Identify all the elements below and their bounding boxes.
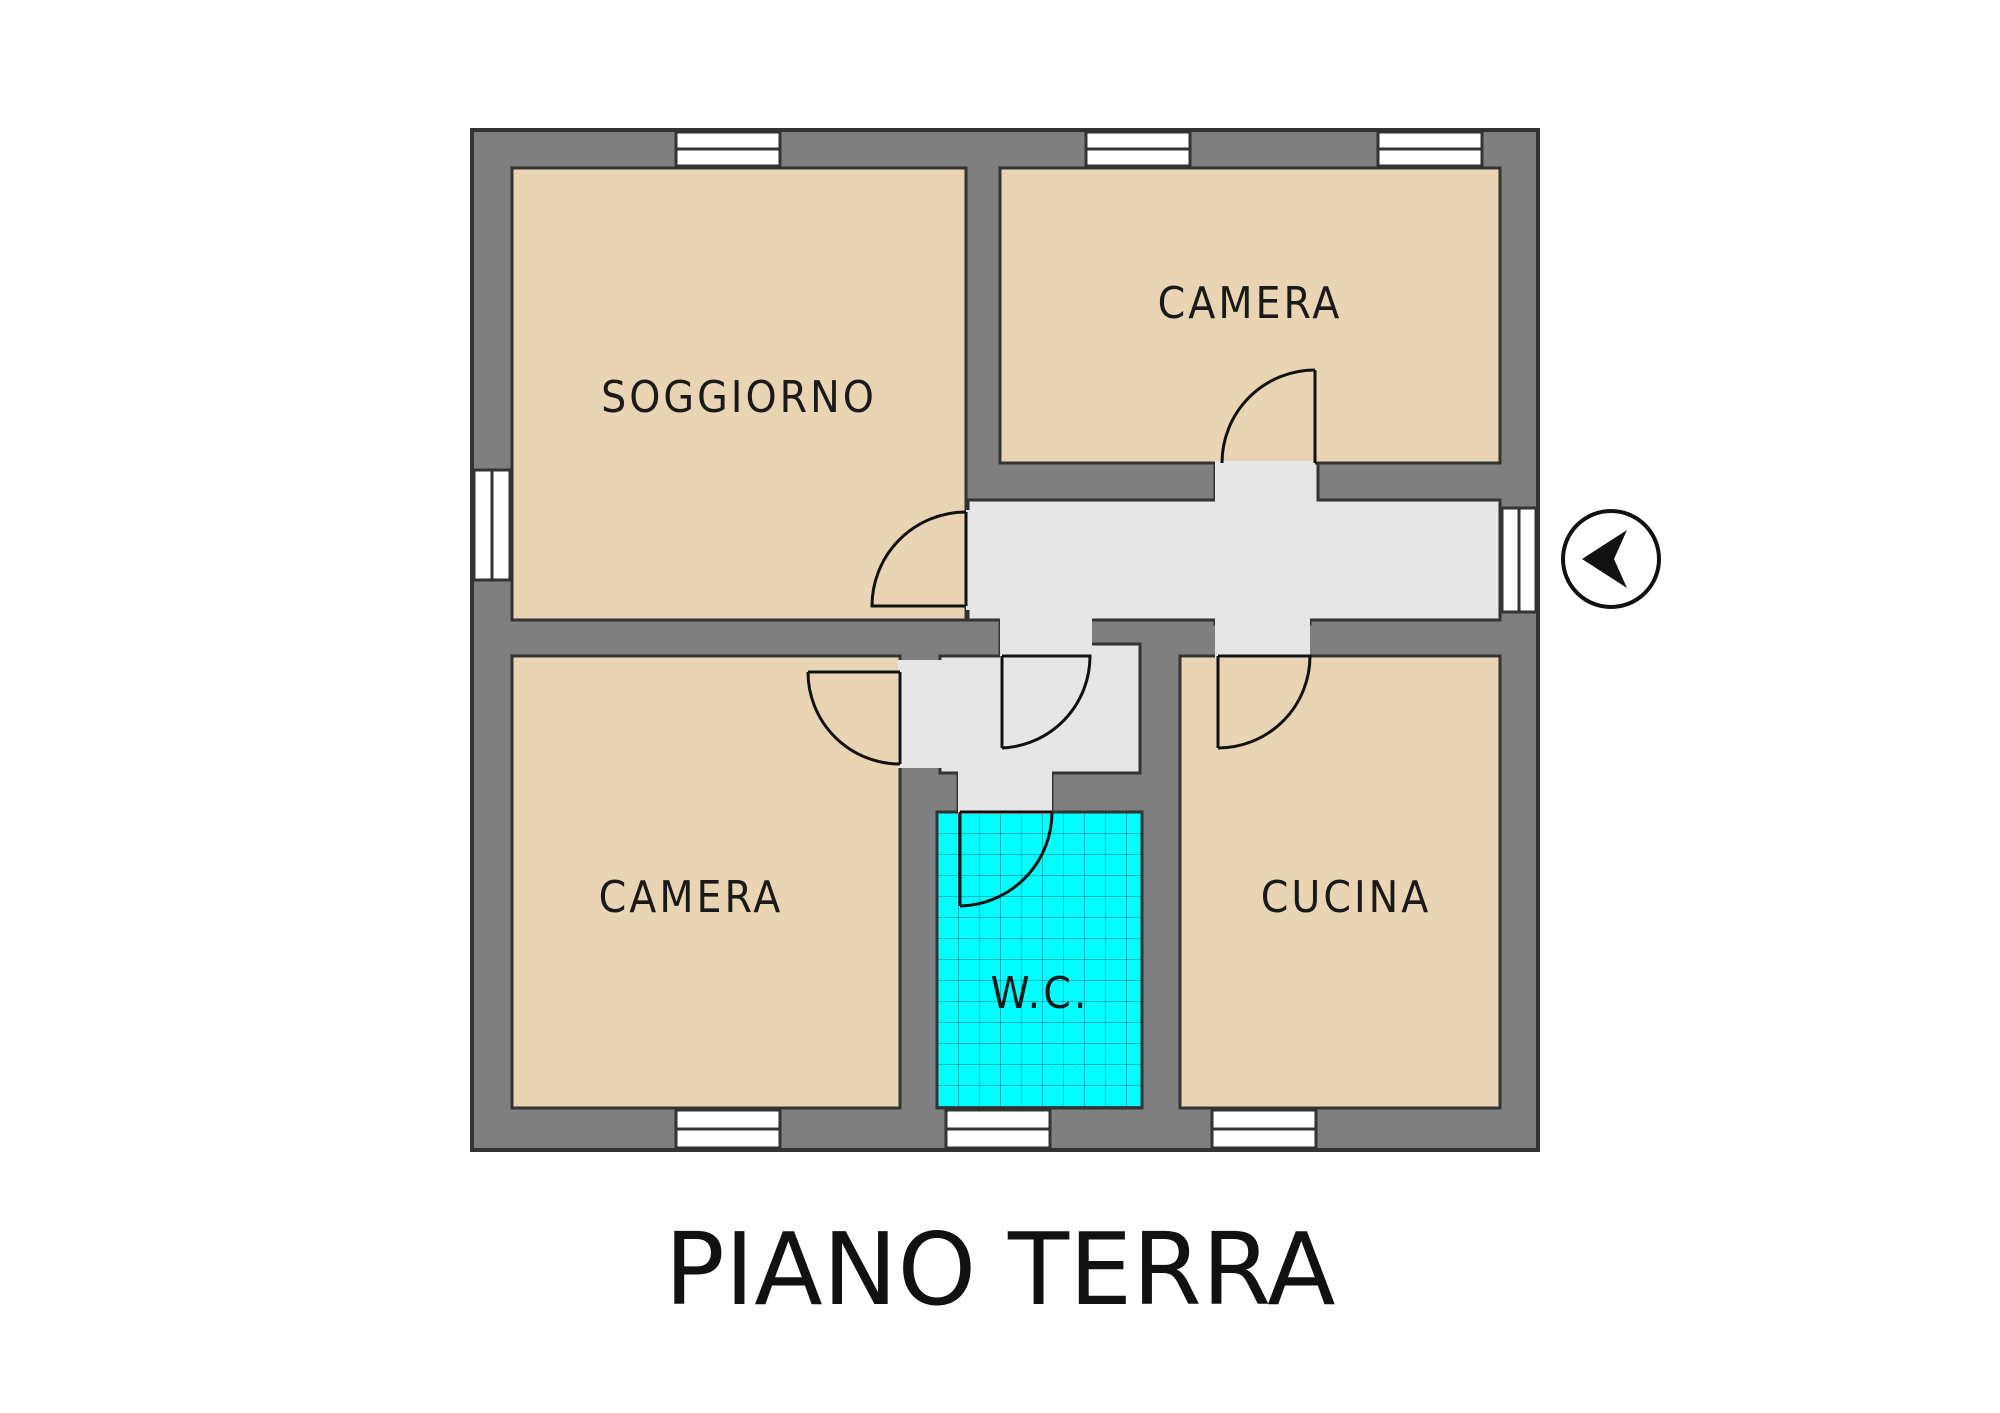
- door-camera-bottom: [806, 670, 902, 766]
- door-wc: [958, 810, 1054, 908]
- door-camera-top: [1220, 368, 1317, 464]
- room-camera-top: [998, 166, 1502, 465]
- room-camera-bottom: [510, 654, 902, 1110]
- room-soggiorno: [510, 166, 968, 622]
- door-openings: [898, 461, 1315, 814]
- label-camera-bottom: CAMERA: [599, 872, 784, 923]
- door-disimpegno: [1000, 654, 1092, 750]
- entrance-arrow-icon: [1561, 509, 1661, 609]
- label-camera-top: CAMERA: [1158, 278, 1343, 329]
- door-soggiorno: [870, 510, 968, 608]
- label-cucina: CUCINA: [1261, 872, 1432, 923]
- windows: [472, 130, 1538, 1150]
- doors: [806, 368, 1317, 908]
- door-cucina: [1216, 654, 1312, 750]
- label-soggiorno: SOGGIORNO: [601, 372, 877, 423]
- room-cucina: [1178, 654, 1502, 1110]
- floor-title: PIANO TERRA: [664, 1211, 1336, 1328]
- label-wc: W.C.: [991, 968, 1090, 1019]
